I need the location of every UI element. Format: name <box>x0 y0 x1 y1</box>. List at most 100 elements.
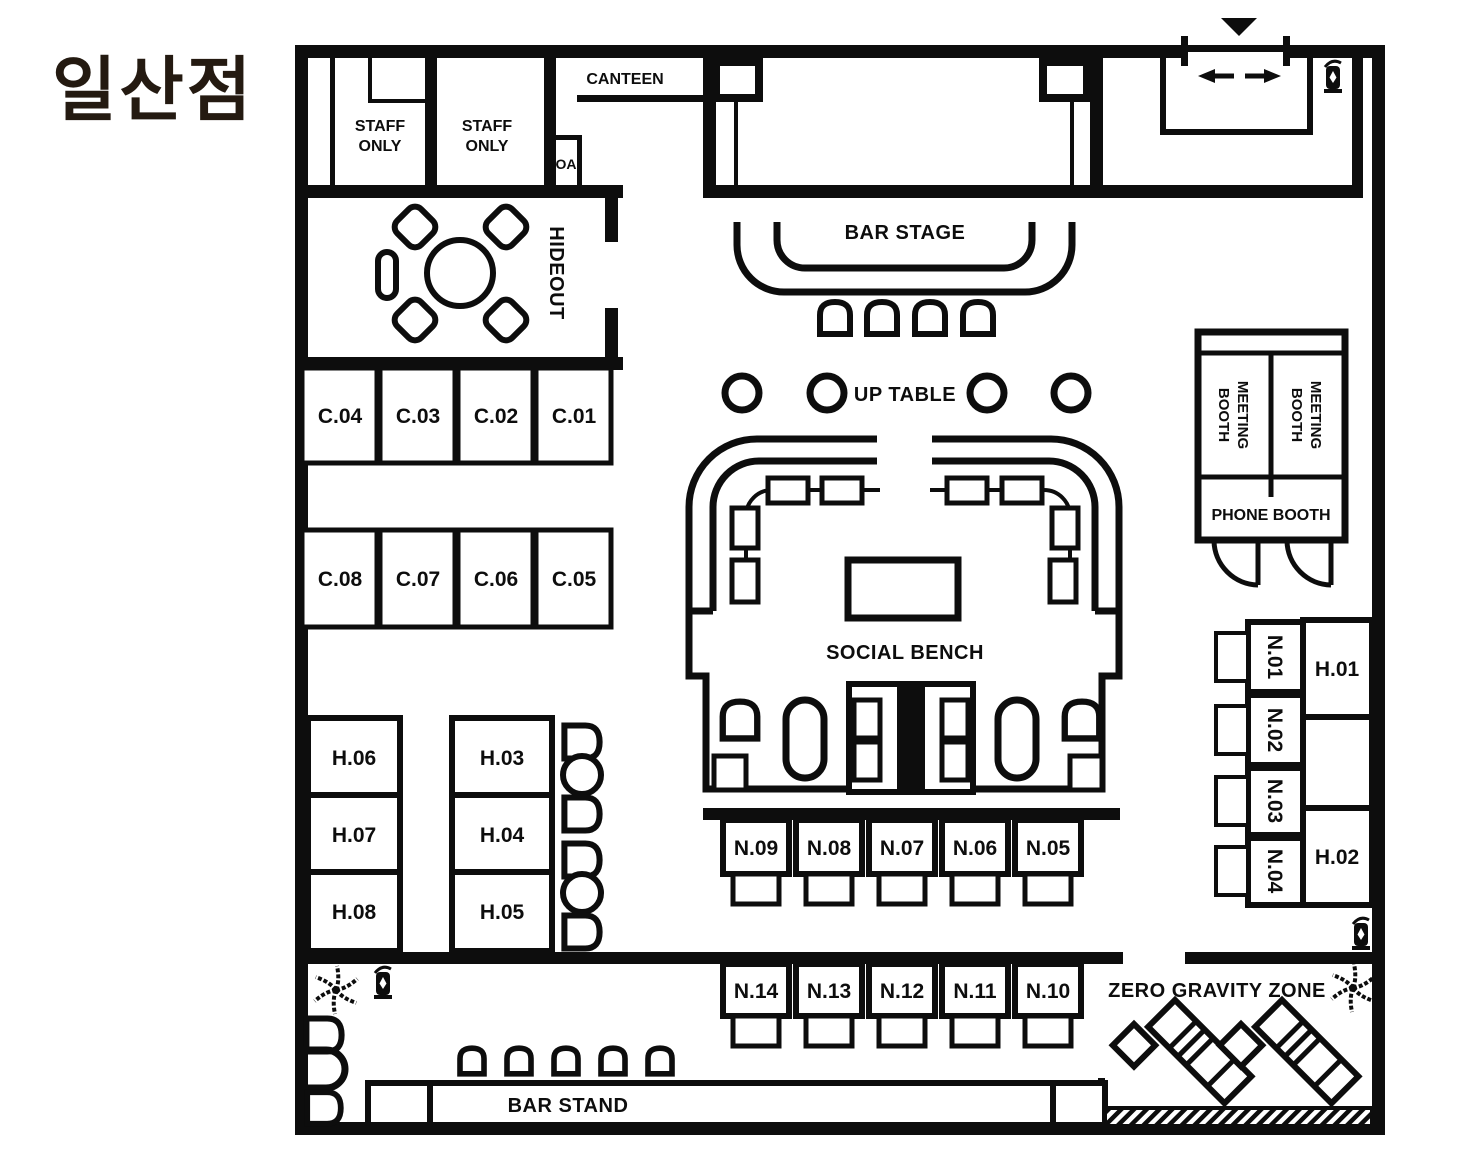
wall-top <box>295 45 1385 58</box>
bar-stage-counter-inner <box>773 222 1036 272</box>
desk-label: N.13 <box>807 980 851 1003</box>
bar-stage <box>733 222 1076 334</box>
n-desk-row-upper <box>720 817 1084 907</box>
phone-booth-label: PHONE BOOTH <box>1211 507 1330 524</box>
desk-label: N.10 <box>1026 980 1070 1003</box>
desk-label: C.06 <box>474 568 518 591</box>
social-bench-inner-left <box>689 457 877 615</box>
desk-label: N.09 <box>734 837 778 860</box>
staff-only-label: STAFF <box>462 118 513 135</box>
bar-stage-chair <box>915 302 945 334</box>
bar-stand-label: BAR STAND <box>508 1095 629 1117</box>
svg-text:MEETING: MEETING <box>1307 381 1324 449</box>
bar-stand-counter <box>365 1080 1108 1128</box>
bar-stage-counter-outer <box>733 222 1076 296</box>
desk-label: N.14 <box>734 980 779 1003</box>
pillar-right <box>1039 58 1091 102</box>
branch-title: 일산점 <box>52 51 255 129</box>
desk-label: C.08 <box>318 568 363 591</box>
up-table <box>806 372 848 414</box>
up-table <box>966 372 1008 414</box>
hideout-round-table <box>424 237 496 309</box>
c-desks <box>299 365 614 630</box>
hideout-label: HIDEOUT <box>545 226 567 320</box>
meeting-booth-2-label: MEETING BOOTH <box>1288 381 1324 449</box>
bar-stage-chair <box>963 302 993 334</box>
hideout-door-jamb-bottom <box>605 308 618 370</box>
fire-extinguisher-icon <box>1322 59 1344 95</box>
desk-label: N.03 <box>1263 779 1286 823</box>
social-bench-inner-right <box>932 457 1119 615</box>
room-label: H.01 <box>1315 658 1360 681</box>
staff-only-label: ONLY <box>359 138 402 155</box>
phone-booth-doors <box>1211 540 1334 588</box>
svg-text:BOOTH: BOOTH <box>1215 388 1232 442</box>
desk-label: C.05 <box>552 568 597 591</box>
up-table-area <box>721 372 1092 414</box>
pillar-left <box>712 58 763 102</box>
fire-extinguisher-icon <box>372 965 394 1001</box>
desk-label: C.01 <box>552 405 597 428</box>
up-table-label: UP TABLE <box>854 384 956 406</box>
desk-label: N.12 <box>880 980 924 1003</box>
entrance-vestibule <box>1160 58 1313 135</box>
room-label: H.04 <box>480 824 525 847</box>
h-room-chairs <box>560 726 604 949</box>
up-table <box>721 372 763 414</box>
room-label: H.08 <box>332 901 377 924</box>
entrance-opening <box>1188 52 1283 58</box>
palm-plant-icon <box>1329 962 1377 1014</box>
oa-label: OA <box>556 156 577 172</box>
bar-stand-area <box>297 1019 1108 1128</box>
h-rooms <box>305 617 1375 954</box>
room-label: H.07 <box>332 824 376 847</box>
desk-label: N.01 <box>1263 635 1286 680</box>
meeting-booth-1-label: MEETING BOOTH <box>1215 381 1251 449</box>
desk-label: C.02 <box>474 405 518 428</box>
svg-text:BOOTH: BOOTH <box>1288 388 1305 442</box>
bench-stool-tables <box>729 475 1081 605</box>
bar-stage-chair <box>867 302 897 334</box>
n-desk-row-lower <box>720 961 1084 1049</box>
wall-right <box>1372 45 1385 1135</box>
bar-stage-label: BAR STAGE <box>845 222 966 244</box>
entrance-tick-left <box>1181 36 1188 66</box>
desk-label: N.02 <box>1263 708 1286 752</box>
hideout-room <box>375 203 530 344</box>
desk-label: N.08 <box>807 837 852 860</box>
social-bench-seats <box>711 681 1105 795</box>
fire-extinguisher-icon <box>1350 916 1372 952</box>
room-label: H.02 <box>1315 846 1359 869</box>
up-table <box>1050 372 1092 414</box>
desk-label: C.04 <box>318 405 363 428</box>
social-bench-label: SOCIAL BENCH <box>826 642 984 664</box>
booth-block <box>1194 328 1349 588</box>
entrance-tick-right <box>1283 36 1290 66</box>
zero-gravity-zone <box>1103 992 1374 1131</box>
hideout-chairs <box>375 203 530 344</box>
desk-label: N.04 <box>1263 849 1286 894</box>
entrance-triangle-icon <box>1221 18 1257 36</box>
bar-stage-chair <box>820 302 850 334</box>
desk-label: N.07 <box>880 837 924 860</box>
room-label: H.06 <box>332 747 376 770</box>
n-side-desks <box>1214 619 1306 908</box>
room-label: H.03 <box>480 747 524 770</box>
staff-only-label: ONLY <box>466 138 509 155</box>
desk-label: C.07 <box>396 568 440 591</box>
staff-only-label: STAFF <box>355 118 406 135</box>
zero-gravity-label: ZERO GRAVITY ZONE <box>1108 980 1326 1002</box>
room-label: H.05 <box>480 901 525 924</box>
social-bench-table <box>844 556 962 622</box>
canteen-label: CANTEEN <box>586 71 663 88</box>
sliding-door-arrows-icon <box>1198 69 1281 83</box>
corner-bench <box>297 1046 349 1092</box>
hideout-door-jamb-top <box>605 198 618 242</box>
svg-text:MEETING: MEETING <box>1234 381 1251 449</box>
desk-label: N.05 <box>1026 837 1071 860</box>
palm-plant-icon <box>312 964 360 1016</box>
hatched-strip <box>1103 1106 1374 1128</box>
social-bench-area <box>685 435 1123 795</box>
